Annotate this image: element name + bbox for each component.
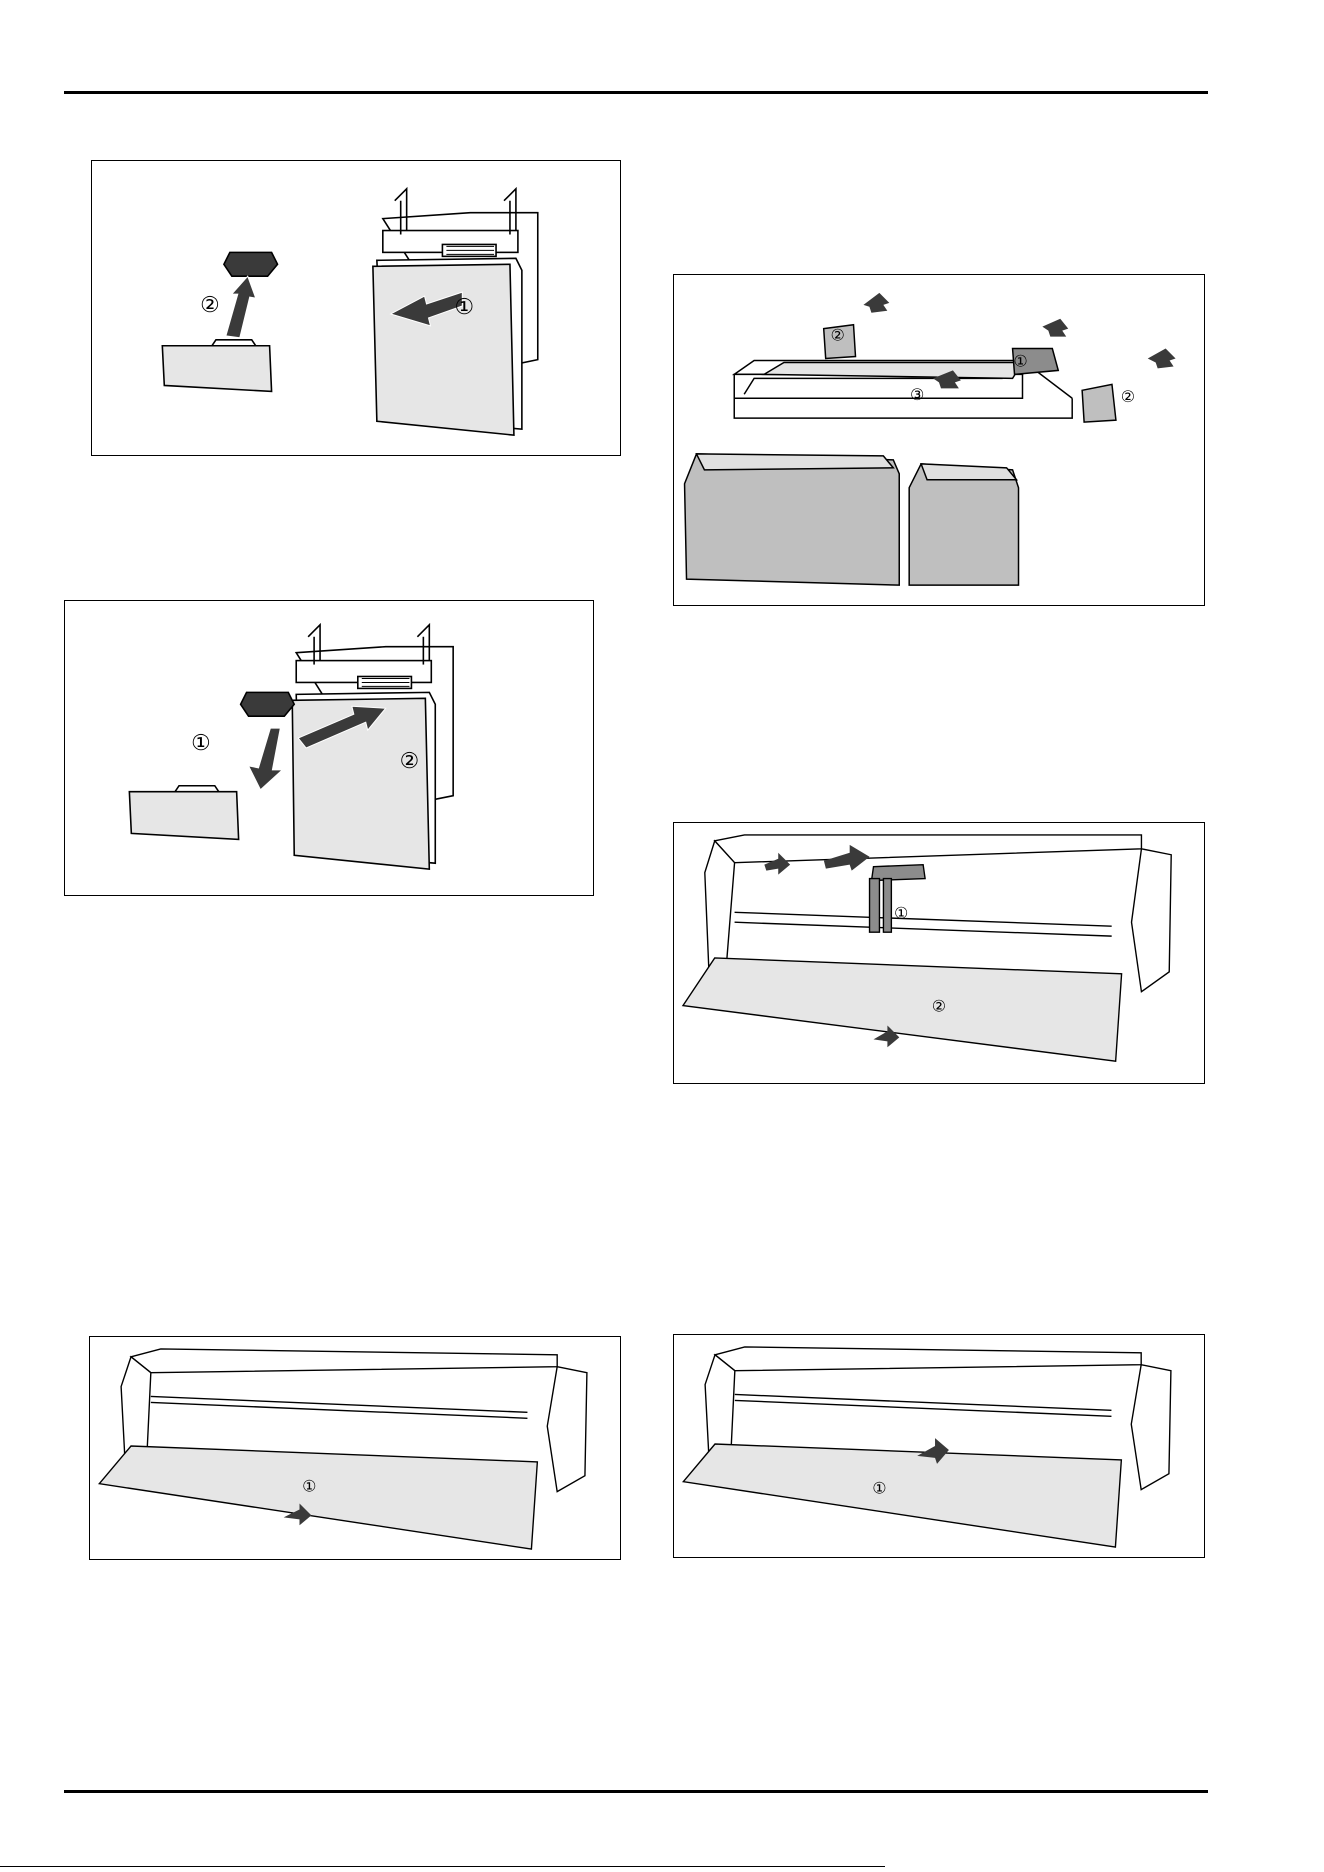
header-rule — [64, 91, 1208, 94]
callout-1: ① — [302, 1477, 316, 1496]
callout-3: ③ — [910, 385, 924, 404]
fig-remove-front-panel: ② ① — [91, 160, 621, 456]
callout-2: ② — [830, 326, 844, 345]
callout-1: ① — [1013, 351, 1027, 370]
illustration-pull-out-glass-plate: ① — [90, 1337, 620, 1559]
footer-rule — [64, 1790, 1208, 1793]
illustration-insert-front-panel: ① ② — [65, 601, 593, 895]
fig-push-in-glass-plate: ① — [673, 1334, 1205, 1558]
illustration-remove-drawer-parts: ② ① ③ ② — [674, 275, 1204, 605]
callout-1: ① — [894, 903, 908, 922]
illustration-push-in-glass-plate: ① — [674, 1335, 1204, 1557]
callout-1: ① — [454, 295, 474, 320]
footer-thin-rule — [0, 1866, 885, 1867]
callout-1: ① — [191, 731, 211, 756]
callout-1: ① — [872, 1479, 886, 1498]
fig-insert-front-panel: ① ② — [64, 600, 594, 896]
illustration-remove-divider-and-glass: ① ② — [674, 823, 1204, 1083]
fig-remove-divider-and-glass: ① ② — [673, 822, 1205, 1084]
callout-2: ② — [932, 997, 946, 1016]
fig-remove-drawer-parts: ② ① ③ ② — [673, 274, 1205, 606]
callout-2: ② — [400, 749, 420, 774]
callout-2b: ② — [1121, 387, 1135, 406]
fig-pull-out-glass-plate: ① — [89, 1336, 621, 1560]
illustration-remove-front-panel: ② ① — [92, 161, 620, 455]
callout-2: ② — [200, 293, 220, 318]
